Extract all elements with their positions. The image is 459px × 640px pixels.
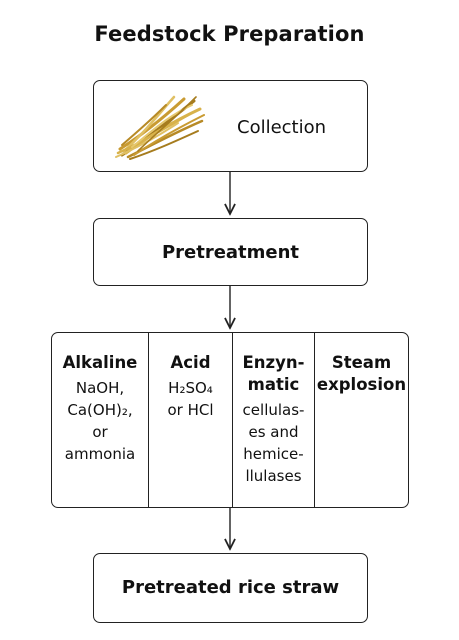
result-label: Pretreated rice straw	[121, 577, 340, 598]
method-acid: Acid H₂SO₄ or HCl	[148, 333, 232, 507]
diagram-title: Feedstock Preparation	[94, 22, 365, 46]
method-heading: Steam explosion	[316, 353, 407, 394]
collection-label: Collection	[237, 117, 327, 138]
method-details: cellulas- es and hemice- llulases	[242, 401, 305, 485]
method-heading: Alkaline	[62, 353, 138, 372]
method-heading: Acid	[170, 353, 211, 372]
method-enzymatic: Enzyn- matic cellulas- es and hemice- ll…	[232, 333, 314, 507]
pretreatment-methods-box: Alkaline NaOH, Ca(OH)₂, or ammonia Acid …	[51, 332, 409, 508]
method-details: NaOH, Ca(OH)₂, or ammonia	[64, 379, 136, 463]
pretreatment-label: Pretreatment	[161, 242, 300, 263]
pretreatment-box: Pretreatment	[93, 218, 368, 286]
method-steam-explosion: Steam explosion	[314, 333, 408, 507]
result-box: Pretreated rice straw	[93, 553, 368, 623]
method-heading: Enzyn- matic	[242, 353, 305, 394]
method-details: H₂SO₄ or HCl	[167, 379, 214, 419]
method-alkaline: Alkaline NaOH, Ca(OH)₂, or ammonia	[52, 333, 148, 507]
rice-straw-icon	[115, 95, 205, 160]
collection-box: Collection	[93, 80, 368, 172]
